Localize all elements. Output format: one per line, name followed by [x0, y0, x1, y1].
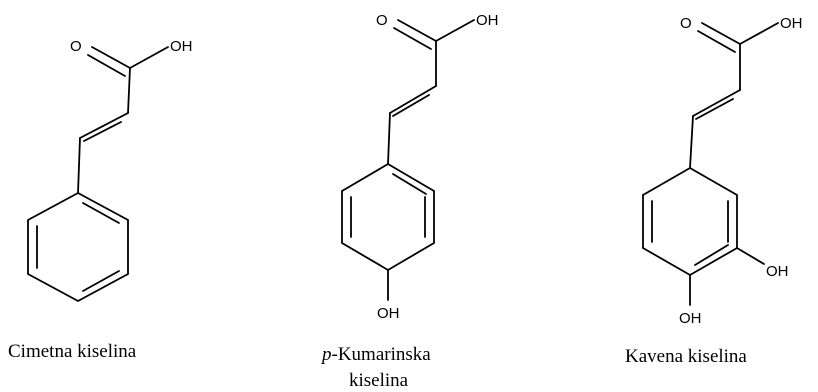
atom-o-1: O	[70, 38, 82, 55]
bond-c1-c2-1	[127, 67, 131, 114]
bond-meta-oh-3	[736, 247, 765, 265]
ring-double-2c	[392, 173, 427, 195]
caption-prefix-p: p	[320, 344, 332, 365]
bond-carbonyl-2a	[397, 19, 437, 42]
bond-to-ring-2	[387, 112, 391, 165]
benzene-ring-2	[341, 162, 435, 272]
bond-c-oh-1	[129, 46, 169, 69]
molecule-caffeic-acid: O OH OH OH Kavena kiselina	[625, 15, 803, 367]
molecule-p-coumaric-acid: O OH OH p-Kumarinska kiselina	[320, 12, 499, 391]
bond-c-oh-3	[739, 22, 779, 45]
caption-line1: -Kumarinska	[332, 344, 432, 365]
bond-alkene-3b	[695, 98, 734, 120]
atom-oh-1: OH	[170, 38, 193, 55]
bond-carbonyl-1b	[87, 54, 126, 77]
benzene-ring-1	[27, 191, 129, 303]
caption-caffeic-acid: Kavena kiselina	[625, 346, 747, 367]
atom-oh-2: OH	[476, 12, 499, 29]
bond-alkene-1a	[79, 112, 129, 139]
benzene-ring-3	[642, 166, 738, 277]
molecule-cinnamic-acid: O OH Cimetna kiselina	[8, 38, 193, 362]
bond-alkene-2b	[392, 94, 430, 117]
bond-carbonyl-2b	[393, 27, 432, 50]
atom-meta-oh-3: OH	[766, 263, 789, 280]
ring-double-3c	[694, 244, 729, 266]
caption-p-coumaric-acid-line2: kiselina	[349, 370, 409, 391]
bond-alkene-2a	[389, 85, 437, 114]
caption-cinnamic-acid: Cimetna kiselina	[8, 341, 137, 362]
bond-alkene-3a	[692, 89, 741, 117]
bond-alkene-1b	[83, 121, 122, 142]
bond-carbonyl-3b	[697, 30, 736, 53]
caption-p-coumaric-acid: p-Kumarinska	[320, 344, 431, 365]
ring-double-1a	[82, 202, 120, 224]
bond-to-ring-3	[689, 115, 694, 169]
bond-carbonyl-3a	[701, 22, 741, 45]
bond-to-ring-1	[77, 137, 81, 194]
ring-double-1b	[82, 270, 120, 292]
atom-oh-3: OH	[780, 15, 803, 32]
atom-para-oh-3: OH	[679, 310, 702, 327]
atom-o-2: O	[376, 12, 388, 29]
bond-c-oh-2	[435, 19, 475, 42]
atom-para-oh-2: OH	[377, 305, 400, 322]
bond-carbonyl-1a	[91, 46, 131, 69]
atom-o-3: O	[680, 15, 692, 32]
